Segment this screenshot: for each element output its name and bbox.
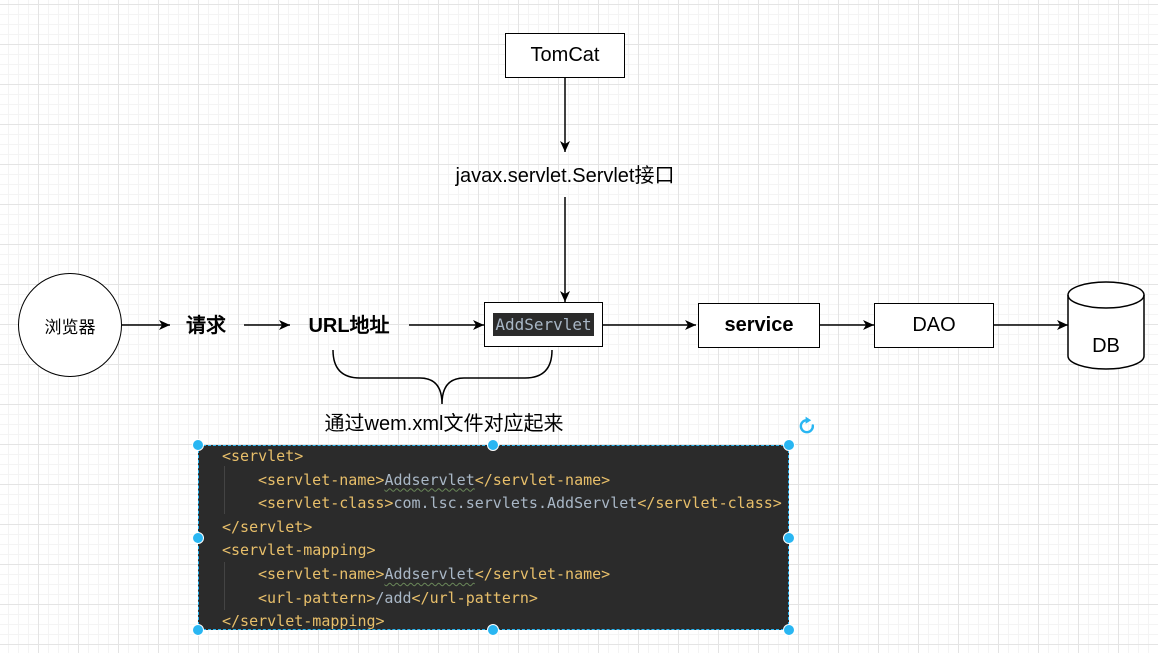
resize-handle-top[interactable] (487, 439, 499, 451)
resize-handle-right[interactable] (783, 532, 795, 544)
servlet-interface-label[interactable]: javax.servlet.Servlet接口 (455, 165, 675, 187)
code-line-3: <servlet-class>com.lsc.servlets.AddServl… (222, 492, 782, 516)
tomcat-label: TomCat (530, 44, 600, 66)
url-address-label[interactable]: URL地址 (308, 315, 390, 337)
indent-guide (224, 466, 225, 514)
service-label: service (724, 314, 794, 336)
code-line-5: <servlet-mapping> (222, 539, 782, 563)
addservlet-box[interactable]: AddServlet (484, 302, 603, 347)
xml-tag: <url-pattern> (258, 588, 376, 607)
xml-tag: <servlet-mapping> (222, 541, 376, 560)
xml-tag: </servlet-mapping> (222, 612, 385, 630)
xml-tag: </servlet-name> (474, 470, 611, 489)
service-box[interactable]: service (698, 303, 820, 348)
code-lines: <servlet> <servlet-name>Addservlet</serv… (222, 445, 782, 630)
indent-guide (224, 562, 225, 610)
code-line-7: <url-pattern>/add</url-pattern> (222, 587, 782, 611)
xml-tag: <servlet> (222, 447, 304, 465)
addservlet-label: AddServlet (493, 313, 594, 336)
curly-brace[interactable] (332, 349, 553, 405)
code-line-6: <servlet-name>Addservlet</servlet-name> (222, 563, 782, 587)
resize-handle-top-right[interactable] (783, 439, 795, 451)
xml-value: /add (375, 588, 412, 607)
code-snippet-image[interactable]: <servlet> <servlet-name>Addservlet</serv… (198, 445, 789, 630)
dao-box[interactable]: DAO (874, 303, 994, 348)
resize-handle-left[interactable] (192, 532, 204, 544)
resize-handle-top-left[interactable] (192, 439, 204, 451)
tomcat-box[interactable]: TomCat (505, 33, 625, 78)
rotate-icon[interactable] (797, 416, 817, 436)
resize-handle-bottom-left[interactable] (192, 624, 204, 636)
xml-value: Addservlet (384, 564, 475, 583)
db-label: DB (1092, 335, 1120, 357)
db-cylinder[interactable] (1067, 281, 1145, 370)
browser-label: 浏览器 (44, 317, 96, 337)
xml-tag: <servlet-name> (258, 470, 385, 489)
code-line-8: </servlet-mapping> (222, 610, 782, 630)
code-line-2: <servlet-name>Addservlet</servlet-name> (222, 469, 782, 493)
xml-value: com.lsc.servlets.AddServlet (393, 494, 638, 513)
browser-circle[interactable]: 浏览器 (18, 273, 122, 377)
xml-tag: </url-pattern> (411, 588, 538, 607)
mapping-note-label[interactable]: 通过wem.xml文件对应起来 (324, 413, 564, 435)
code-line-1: <servlet> (222, 445, 782, 469)
dao-label: DAO (912, 314, 956, 336)
xml-tag: <servlet-class> (258, 494, 394, 513)
code-line-4: </servlet> (222, 516, 782, 540)
xml-tag: </servlet> (222, 517, 313, 536)
resize-handle-bottom-right[interactable] (783, 624, 795, 636)
xml-tag: </servlet-name> (474, 564, 611, 583)
xml-tag: <servlet-name> (258, 564, 385, 583)
request-label[interactable]: 请求 (186, 315, 226, 337)
resize-handle-bottom[interactable] (487, 624, 499, 636)
xml-tag: </servlet-class> (637, 494, 782, 513)
xml-value: Addservlet (384, 470, 475, 489)
